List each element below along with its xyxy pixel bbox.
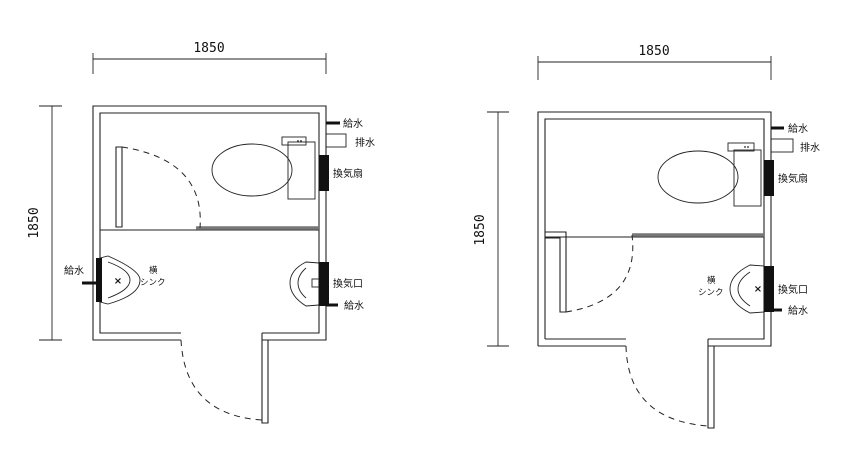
svg-text:×: × [754, 284, 762, 295]
width-dimension-label: 1850 [193, 41, 224, 56]
vent-fan-label: 換気扇 [778, 172, 808, 185]
height-dimension-2: 1850 [473, 111, 509, 347]
water-supply-label: 給水 [788, 122, 808, 135]
drain-box-2 [770, 138, 794, 153]
vent-fan-2 [764, 160, 774, 196]
toilet-1 [211, 136, 316, 200]
toilet-2 [657, 142, 762, 207]
vent-fan-1 [319, 155, 329, 191]
water-supply-label: 給水 [343, 117, 363, 130]
vent-port-label: 換気口 [778, 283, 808, 296]
drain-box-1 [325, 133, 347, 148]
door-swing-lower-2 [625, 345, 709, 427]
svg-text:×: × [114, 276, 122, 287]
height-dimension-label: 1850 [473, 214, 488, 245]
drain-label: 排水 [355, 136, 375, 149]
sink-label-line1: 横 [149, 265, 158, 276]
door-swing-lower-1 [180, 339, 263, 421]
door-swing-upper-1 [121, 146, 201, 229]
vent-port-label: 換気口 [333, 277, 363, 290]
floor-plan-1: 1850 1850 [27, 41, 375, 424]
drain-label: 排水 [800, 141, 820, 154]
sink-label-line2: シンク [140, 278, 166, 288]
sink-2: × [729, 264, 774, 314]
floor-plan-2: 1850 1850 [473, 44, 820, 429]
sink-left-1: × [96, 255, 141, 305]
width-dimension-2: 1850 [537, 44, 772, 80]
sink-right-1 [289, 261, 329, 307]
width-dimension-label: 1850 [638, 44, 669, 59]
door-swing-upper-2 [565, 234, 634, 313]
room-walls-1 [92, 105, 327, 424]
vent-fan-label: 換気扇 [333, 167, 363, 180]
water-supply-left-label: 給水 [64, 264, 84, 277]
water-supply-bottom-label: 給水 [344, 299, 364, 312]
room-walls-2 [537, 111, 772, 429]
water-supply-bottom-label: 給水 [788, 304, 808, 317]
sink-label-line2: シンク [698, 288, 724, 298]
height-dimension-1: 1850 [27, 105, 62, 341]
sink-label-line1: 横 [707, 275, 716, 286]
height-dimension-label: 1850 [27, 207, 42, 238]
width-dimension-1: 1850 [92, 41, 327, 74]
